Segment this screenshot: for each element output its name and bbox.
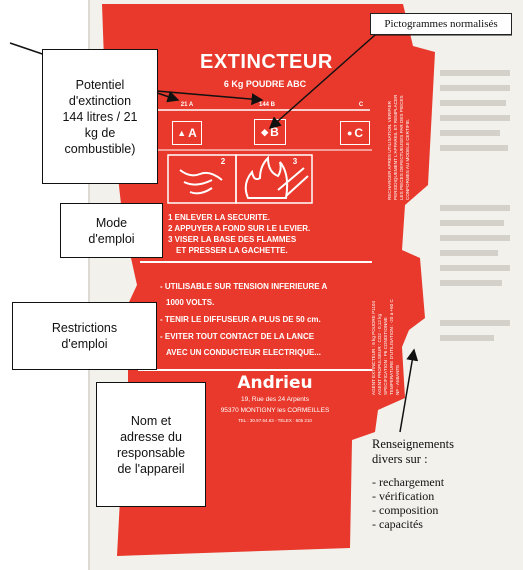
brand-logo: Andrieu: [237, 373, 313, 393]
background-text-line: [440, 320, 510, 326]
pictogram-b-letter: B: [270, 125, 279, 139]
info-item: - rechargement: [372, 475, 445, 489]
background-text-line: [440, 130, 500, 136]
callout-nom: Nom et adresse du responsable de l'appar…: [96, 382, 206, 507]
callout-pictogrammes: Pictogrammes normalisés: [370, 13, 512, 35]
flame-drawing: [244, 155, 289, 199]
side-text-line: PERIODIQUEMENT L'APPAREIL ET REMPLACER: [393, 94, 398, 200]
callout-potentiel: Potentiel d'extinction 144 litres / 21 k…: [42, 49, 158, 184]
background-text-line: [440, 265, 510, 271]
background-text-line: [440, 205, 510, 211]
address-line: 95370 MONTIGNY les CORMEILLES: [220, 407, 330, 414]
step-picture-frame: [235, 154, 313, 204]
background-text-line: [440, 335, 494, 341]
pictogram-a-letter: A: [188, 126, 197, 140]
side-text-line: TEMPERATURE D'UTILISATION : -20 a +60 C: [389, 299, 394, 395]
liquid-fire-icon: ◆: [261, 126, 269, 137]
background-text-line: [440, 100, 506, 106]
nozzle-drawing: [277, 167, 309, 197]
info-block: Renseignements divers sur : - rechargeme…: [372, 437, 517, 531]
address-line: TEL : 30.97.64.63 - TELEX : 605 210: [238, 418, 312, 423]
wood-fire-icon: ▲: [177, 128, 187, 138]
label-subtitle: 6 Kg POUDRE ABC: [223, 79, 307, 89]
side-text-line: AGENT EXTINCTEUR : 6 kg POUDRE P1104: [371, 300, 376, 395]
info-heading: divers sur :: [372, 452, 428, 466]
info-heading: Renseignements: [372, 437, 454, 451]
side-text-line: RECHARGER APRES UTILISATION. VERIFIER: [387, 101, 392, 200]
side-text-line: SPECIFICATION : P6 CONDITIONNE: [383, 317, 388, 395]
background-text-line: [440, 280, 502, 286]
side-text-line: NF - AMIANTE: [395, 364, 400, 395]
instruction-line: 3 VISER LA BASE DES FLAMMES: [168, 235, 297, 244]
class-a-rating: 21 A: [180, 102, 194, 108]
background-text-line: [440, 235, 510, 241]
restriction-line: - UTILISABLE SUR TENSION INFERIEURE A: [160, 282, 328, 291]
pictogram-class-c: ● C: [340, 121, 370, 145]
info-list: - rechargement - vérification - composit…: [372, 475, 517, 531]
background-text-line: [440, 70, 510, 76]
step-number: 3: [292, 157, 298, 166]
restriction-line: 1000 VOLTS.: [166, 298, 215, 307]
pictogram-class-a: ▲ A: [172, 121, 202, 145]
instruction-line: 1 ENLEVER LA SECURITE.: [168, 213, 270, 222]
restriction-line: - EVITER TOUT CONTACT DE LA LANCE: [160, 332, 315, 341]
callout-restrictions: Restrictions d'emploi: [12, 302, 157, 370]
side-text-line: CONFORMES AU MODELE CERTIFIE.: [405, 118, 410, 200]
info-item: - vérification: [372, 489, 435, 503]
side-text-line: AGENT PROPULSEUR : CO2 - 0,12 kg: [377, 313, 382, 395]
step-number: 2: [220, 157, 226, 166]
restriction-line: AVEC UN CONDUCTEUR ELECTRIQUE...: [166, 348, 321, 357]
info-item: - composition: [372, 503, 439, 517]
info-item: - capacités: [372, 517, 423, 531]
address-line: 19, Rue des 24 Arpents: [241, 396, 309, 403]
hand-lever-drawing: [179, 169, 223, 195]
pictogram-c-letter: C: [354, 126, 364, 140]
instruction-line: ET PRESSER LA GACHETTE.: [176, 246, 288, 255]
background-text-line: [440, 85, 510, 91]
side-text-line: LES PIECES DEFECTUEUSES PAR DES PIECES: [399, 95, 404, 200]
background-text-line: [440, 250, 498, 256]
class-b-rating: 144 B: [258, 102, 275, 108]
gas-fire-icon: ●: [346, 128, 353, 138]
background-text-line: [440, 220, 504, 226]
background-text-line: [440, 145, 508, 151]
class-c-rating: C: [358, 102, 364, 108]
pictogram-class-b: ◆ B: [254, 119, 286, 145]
callout-mode: Mode d'emploi: [60, 203, 163, 258]
label-title: EXTINCTEUR: [200, 51, 333, 73]
restriction-line: - TENIR LE DIFFUSEUR A PLUS DE 50 cm.: [160, 315, 321, 324]
background-text-line: [440, 115, 510, 121]
instruction-line: 2 APPUYER A FOND SUR LE LEVIER.: [168, 224, 311, 233]
